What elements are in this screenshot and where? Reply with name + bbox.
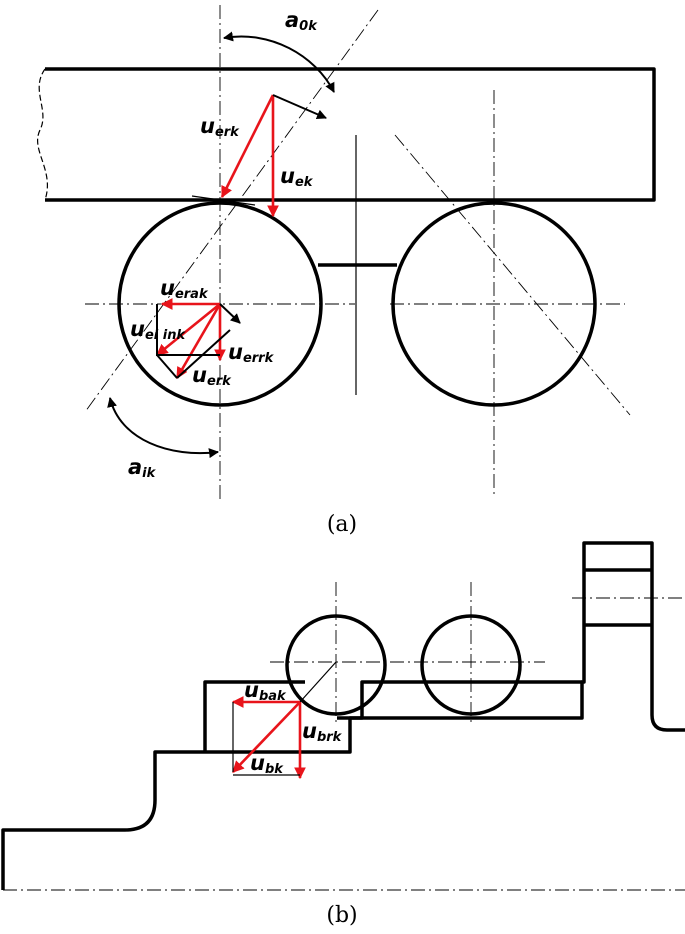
label-a0k: a0k <box>285 8 318 34</box>
label-uerak: uerak <box>160 276 209 302</box>
raceway-line <box>337 680 582 720</box>
label-uerk: uerk <box>200 114 240 140</box>
panel-b: ubak ubrk ubk (b) <box>1 541 685 928</box>
upper-ring-body <box>45 67 656 202</box>
label-uek: uek <box>280 164 314 190</box>
contact-line-right <box>394 134 631 416</box>
label-ubrk: ubrk <box>302 719 343 745</box>
caption-a: (a) <box>327 512 357 537</box>
label-ueiink: uei ink <box>130 317 186 343</box>
radius-line-b <box>299 661 337 703</box>
label-aik: aik <box>128 455 157 481</box>
break-line <box>37 68 48 201</box>
label-ubk: ubk <box>250 751 284 777</box>
angle-arc-a0k <box>223 31 335 93</box>
housing-outline <box>1 541 685 890</box>
label-uerk-inner: uerk <box>192 363 232 389</box>
vector-uerk <box>220 94 275 199</box>
panel-a: a0k uerk uek uerak uei ink uerrk uerk ai… <box>37 5 656 537</box>
cage-block <box>203 680 305 752</box>
label-ubak: ubak <box>244 678 287 704</box>
vector-ubk <box>232 701 301 773</box>
vector-tangent-top <box>272 94 327 120</box>
vector-tangent-inner <box>219 303 241 324</box>
vector-ueiink <box>156 302 221 357</box>
angle-arc-aik <box>107 397 219 459</box>
caption-b: (b) <box>326 903 357 928</box>
label-uerrk: uerrk <box>228 340 275 366</box>
construction-lines-inner <box>156 304 231 379</box>
vector-uerk-inner <box>175 303 222 380</box>
tangent-stub <box>191 195 256 206</box>
construction-lines-b <box>232 702 300 776</box>
